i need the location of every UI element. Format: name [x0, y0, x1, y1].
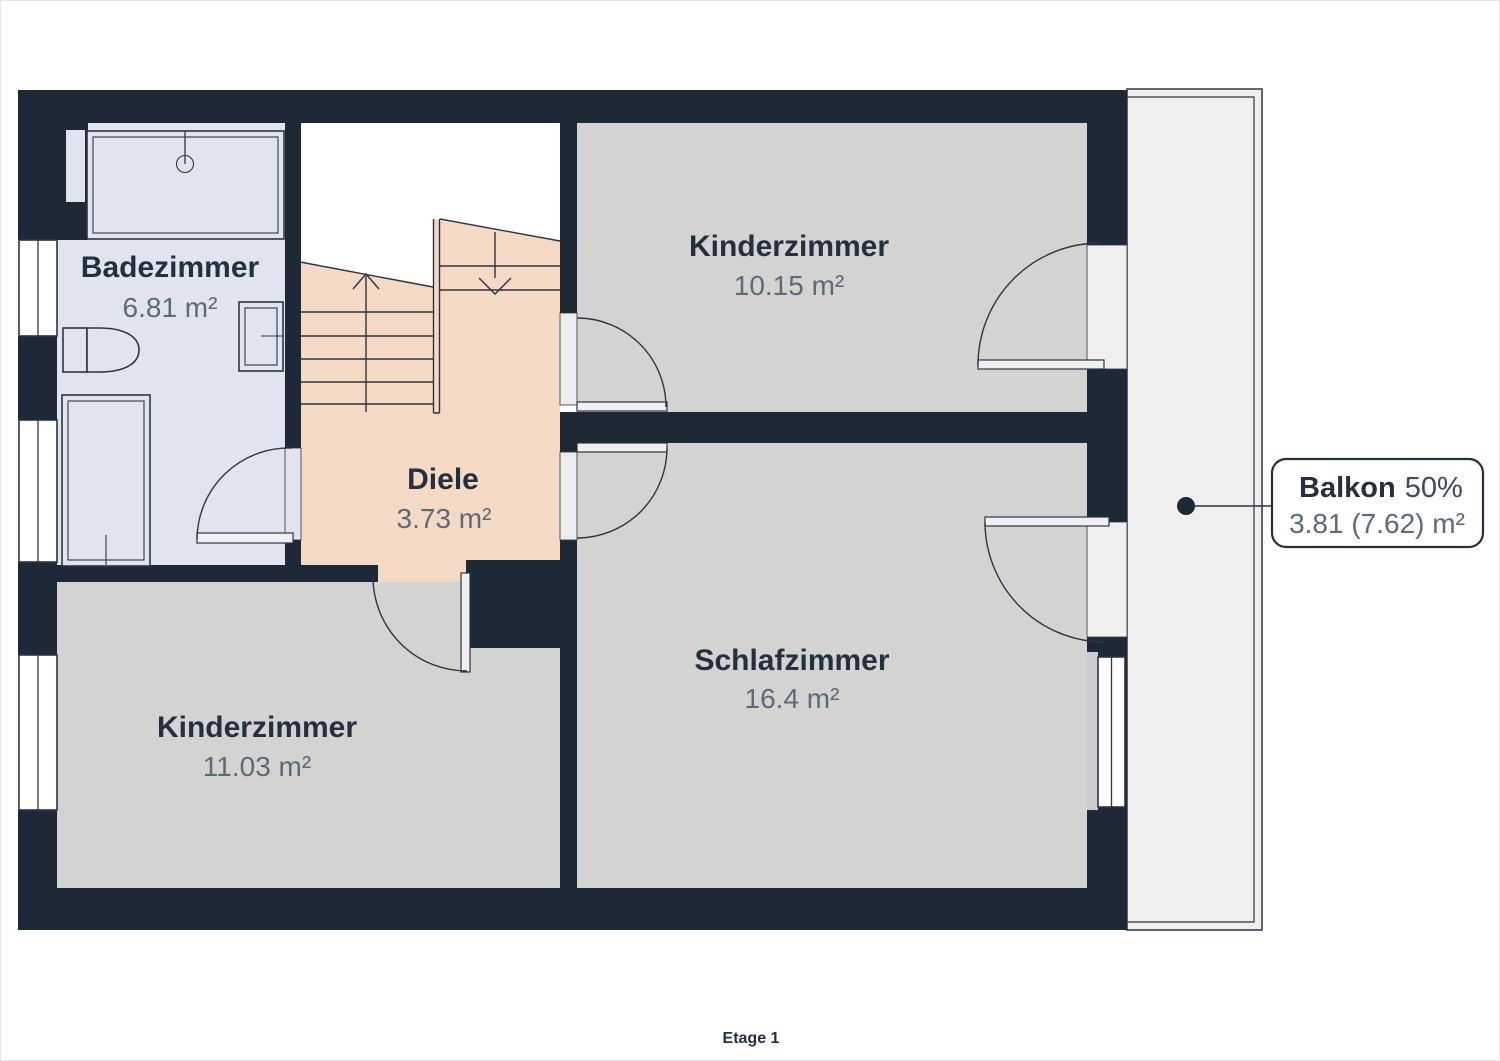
room-label-badezimmer: Badezimmer	[81, 251, 260, 284]
callout-box	[1270, 457, 1485, 549]
staircase	[299, 218, 561, 414]
door-opening-kinderzimmer-top	[559, 312, 578, 406]
balcony-inner-line	[1127, 96, 1255, 923]
room-area-kinderzimmer-bottom: 11.03 m²	[203, 751, 311, 782]
window-schlafzimmer-balcony	[1087, 652, 1126, 810]
toilet	[62, 327, 140, 373]
room-area-schlafzimmer: 16.4 m²	[745, 683, 840, 714]
bath-wall-niche	[66, 130, 85, 202]
room-area-diele: 3.73 m²	[397, 503, 492, 534]
door-schlafzimmer-balcony	[984, 516, 1110, 643]
door-opening-badezimmer	[284, 447, 302, 541]
callout-balcony-share: 50%	[1405, 472, 1463, 504]
door-opening-schlafzimmer-balcony	[1086, 521, 1128, 638]
floor-label: Etage 1	[723, 1030, 780, 1047]
door-kinderzimmer-balcony	[977, 242, 1105, 370]
door-badezimmer	[196, 447, 294, 544]
bathtub	[86, 130, 285, 240]
door-opening-kinderzimmer-balcony	[1086, 244, 1128, 370]
balcony-floor[interactable]	[1126, 88, 1263, 931]
balcony-callout[interactable]: Balkon 50% 3.81 (7.62) m²	[1177, 457, 1485, 549]
room-label-schlafzimmer: Schlafzimmer	[694, 644, 889, 677]
room-area-badezimmer: 6.81 m²	[123, 292, 218, 323]
door-opening-schlafzimmer	[559, 451, 578, 541]
window-left-1	[18, 239, 58, 337]
room-label-diele: Diele	[407, 463, 479, 496]
window-left-3	[18, 654, 58, 811]
room-label-kinderzimmer-bottom: Kinderzimmer	[157, 711, 357, 744]
window-left-2	[18, 419, 58, 563]
callout-balcony-name: Balkon	[1299, 472, 1396, 504]
callout-anchor-dot	[1177, 497, 1195, 515]
room-label-kinderzimmer-top: Kinderzimmer	[689, 230, 889, 263]
door-kinderzimmer-top	[576, 317, 668, 412]
sink	[238, 301, 284, 372]
door-schlafzimmer	[576, 442, 668, 539]
door-kinderzimmer-bottom	[372, 572, 471, 673]
callout-balcony-area: 3.81 (7.62) m²	[1289, 508, 1465, 539]
callout-title: Balkon 50%	[1299, 472, 1463, 504]
room-area-kinderzimmer-top: 10.15 m²	[734, 270, 845, 301]
shower	[61, 394, 151, 567]
